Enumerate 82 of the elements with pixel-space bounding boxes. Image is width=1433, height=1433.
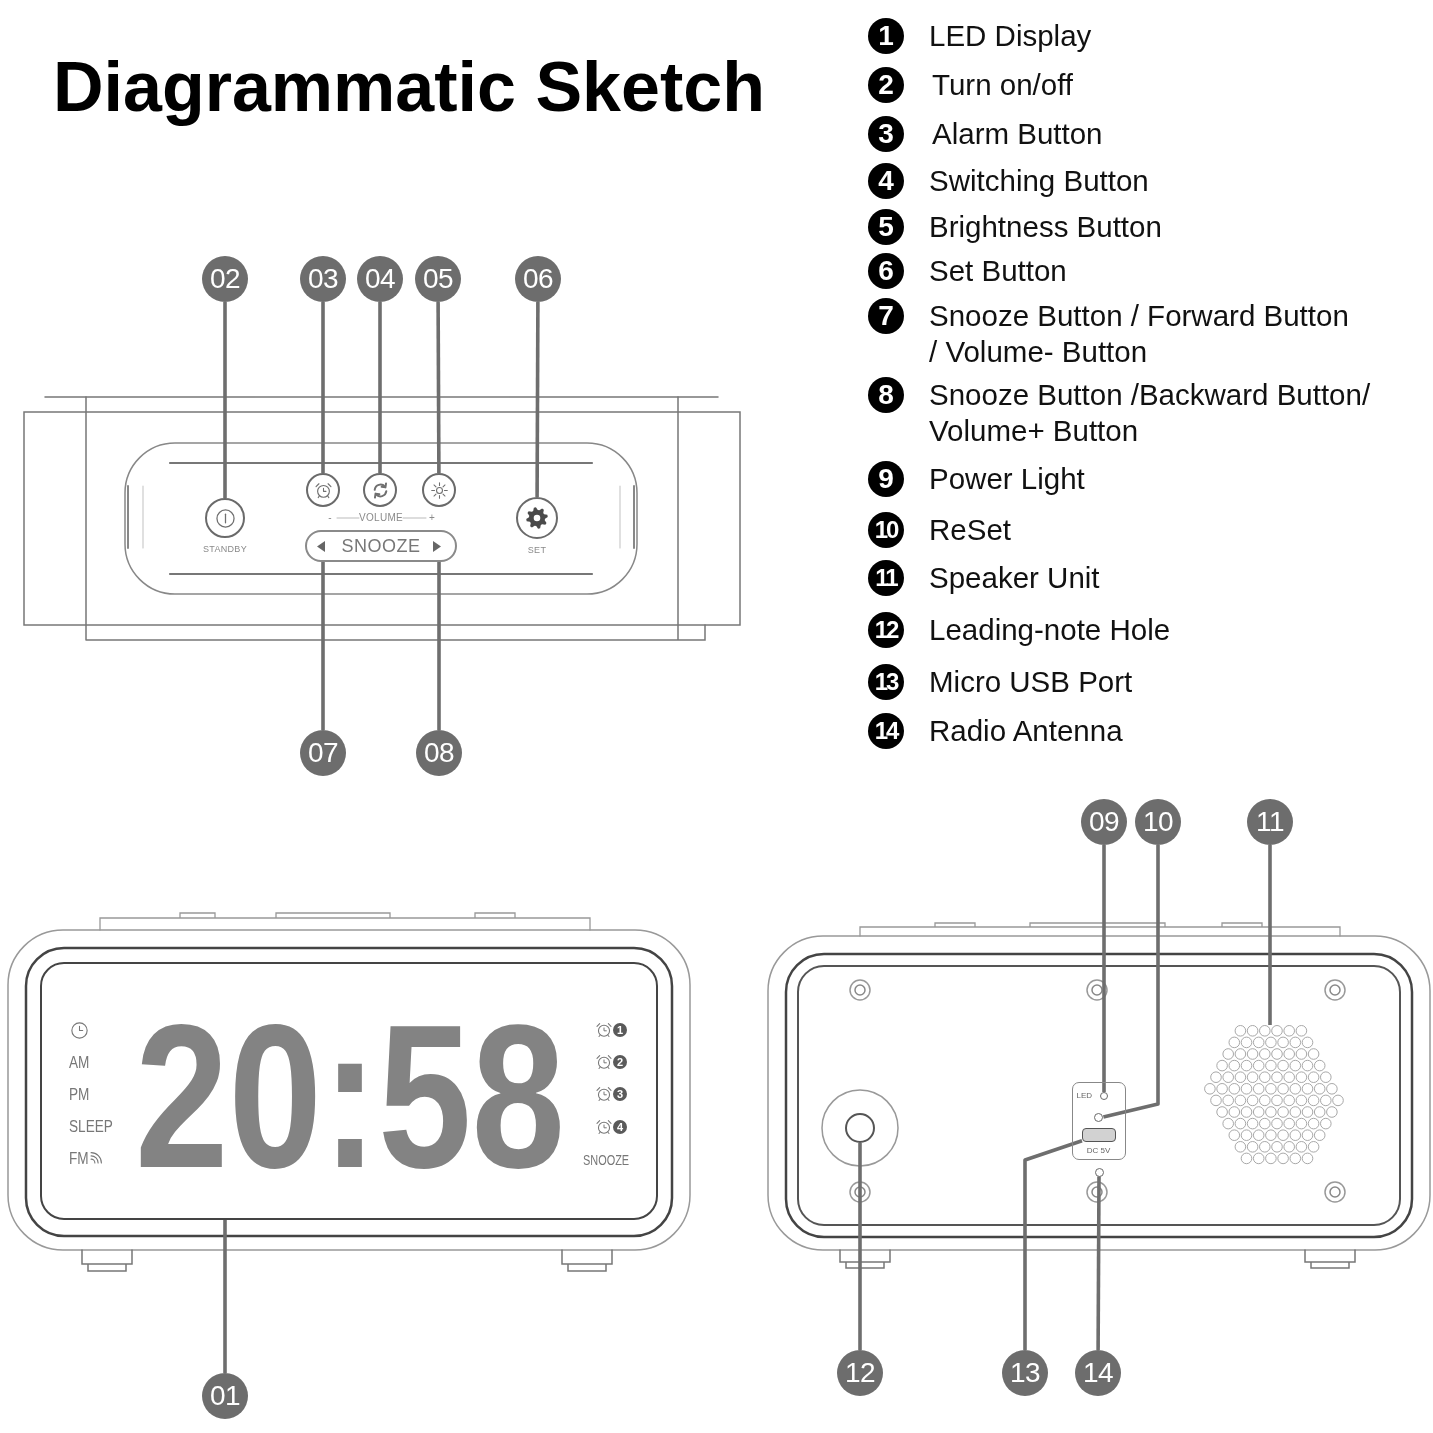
key-number: 3 <box>868 116 904 152</box>
time-digits: 20:58 <box>135 1014 565 1178</box>
usb-port <box>1081 1127 1116 1142</box>
display-screen <box>40 962 658 1220</box>
key-number: 11 <box>868 560 904 596</box>
key-text: ReSet <box>929 512 1011 548</box>
leader-line <box>1268 845 1272 1025</box>
display-text: SNOOZE <box>583 1152 630 1168</box>
key-text: Switching Button <box>929 163 1149 199</box>
leader-line <box>378 302 382 473</box>
callout-number: 11 <box>1247 799 1293 845</box>
key-text: Set Button <box>929 253 1067 289</box>
button-caption: STANDBY <box>203 544 247 554</box>
port-panel <box>1072 1082 1126 1160</box>
callout-number: 10 <box>1135 799 1181 845</box>
key-text: Leading-note Hole <box>929 612 1171 648</box>
key-number: 9 <box>868 461 904 497</box>
key-text: Brightness Button <box>929 209 1162 245</box>
key-number: 2 <box>868 67 904 103</box>
key-text: Radio Antenna <box>929 713 1123 749</box>
key-number: 6 <box>868 253 904 289</box>
brightness-button <box>422 473 456 507</box>
alarm-button <box>306 473 340 507</box>
display-text: PM <box>69 1086 90 1104</box>
key-text: Speaker Unit <box>929 560 1100 596</box>
callout-number: 09 <box>1081 799 1127 845</box>
leader-line <box>535 302 540 497</box>
switch-button <box>363 473 397 507</box>
key-number: 7 <box>868 298 904 334</box>
panel-marking: - <box>328 513 332 523</box>
leader-line <box>1102 845 1106 1092</box>
callout-number: 14 <box>1075 1350 1121 1396</box>
key-text: Snooze Button /Backward Button/ Volume+ Button <box>929 377 1372 449</box>
leader-line <box>223 302 227 498</box>
leader-line <box>1096 1176 1101 1350</box>
leader-line <box>1103 845 1160 1119</box>
leader-line <box>321 302 325 473</box>
display-text: SLEEP <box>69 1118 113 1136</box>
alarm-number: 2 <box>613 1055 627 1069</box>
panel-marking: + <box>428 513 436 523</box>
callout-number: 07 <box>300 730 346 776</box>
display-text: FM <box>69 1150 89 1168</box>
key-text: Power Light <box>929 461 1085 497</box>
display-text: AM <box>69 1054 90 1072</box>
alarm-number: 1 <box>613 1023 627 1037</box>
key-number: 10 <box>868 512 904 548</box>
leader-line <box>436 302 441 473</box>
leader-line <box>1023 1139 1083 1350</box>
callout-number: 06 <box>515 256 561 302</box>
snooze-bar <box>305 530 457 562</box>
key-text: LED Display <box>929 18 1092 54</box>
callout-number: 03 <box>300 256 346 302</box>
callout-number: 04 <box>357 256 403 302</box>
alarm-number: 3 <box>613 1087 627 1101</box>
leader-line <box>321 562 325 730</box>
leader-line <box>858 1143 862 1350</box>
round-socket <box>845 1113 875 1143</box>
alarm-number: 4 <box>613 1120 627 1134</box>
key-number: 1 <box>868 18 904 54</box>
button-caption: SET <box>527 545 547 555</box>
key-number: 4 <box>868 163 904 199</box>
panel-marking: VOLUME <box>359 513 403 523</box>
snooze-label: SNOOZE <box>341 536 421 556</box>
key-text: Micro USB Port <box>929 664 1133 700</box>
key-text: Turn on/off <box>932 67 1074 103</box>
key-number: 14 <box>868 713 904 749</box>
key-number: 5 <box>868 209 904 245</box>
key-text: Alarm Button <box>932 116 1103 152</box>
callout-number: 05 <box>415 256 461 302</box>
key-text: Snooze Button / Forward Button / Volume- Button <box>929 298 1350 370</box>
callout-number: 12 <box>837 1350 883 1396</box>
port-label: DC 5V <box>1086 1145 1111 1155</box>
leader-line <box>437 562 441 730</box>
callout-number: 01 <box>202 1373 248 1419</box>
key-number: 13 <box>868 664 904 700</box>
key-number: 8 <box>868 377 904 413</box>
port-label: LED <box>1076 1090 1093 1100</box>
callout-number: 02 <box>202 256 248 302</box>
callout-number: 08 <box>416 730 462 776</box>
key-number: 12 <box>868 612 904 648</box>
leader-line <box>223 1220 227 1373</box>
callout-number: 13 <box>1002 1350 1048 1396</box>
